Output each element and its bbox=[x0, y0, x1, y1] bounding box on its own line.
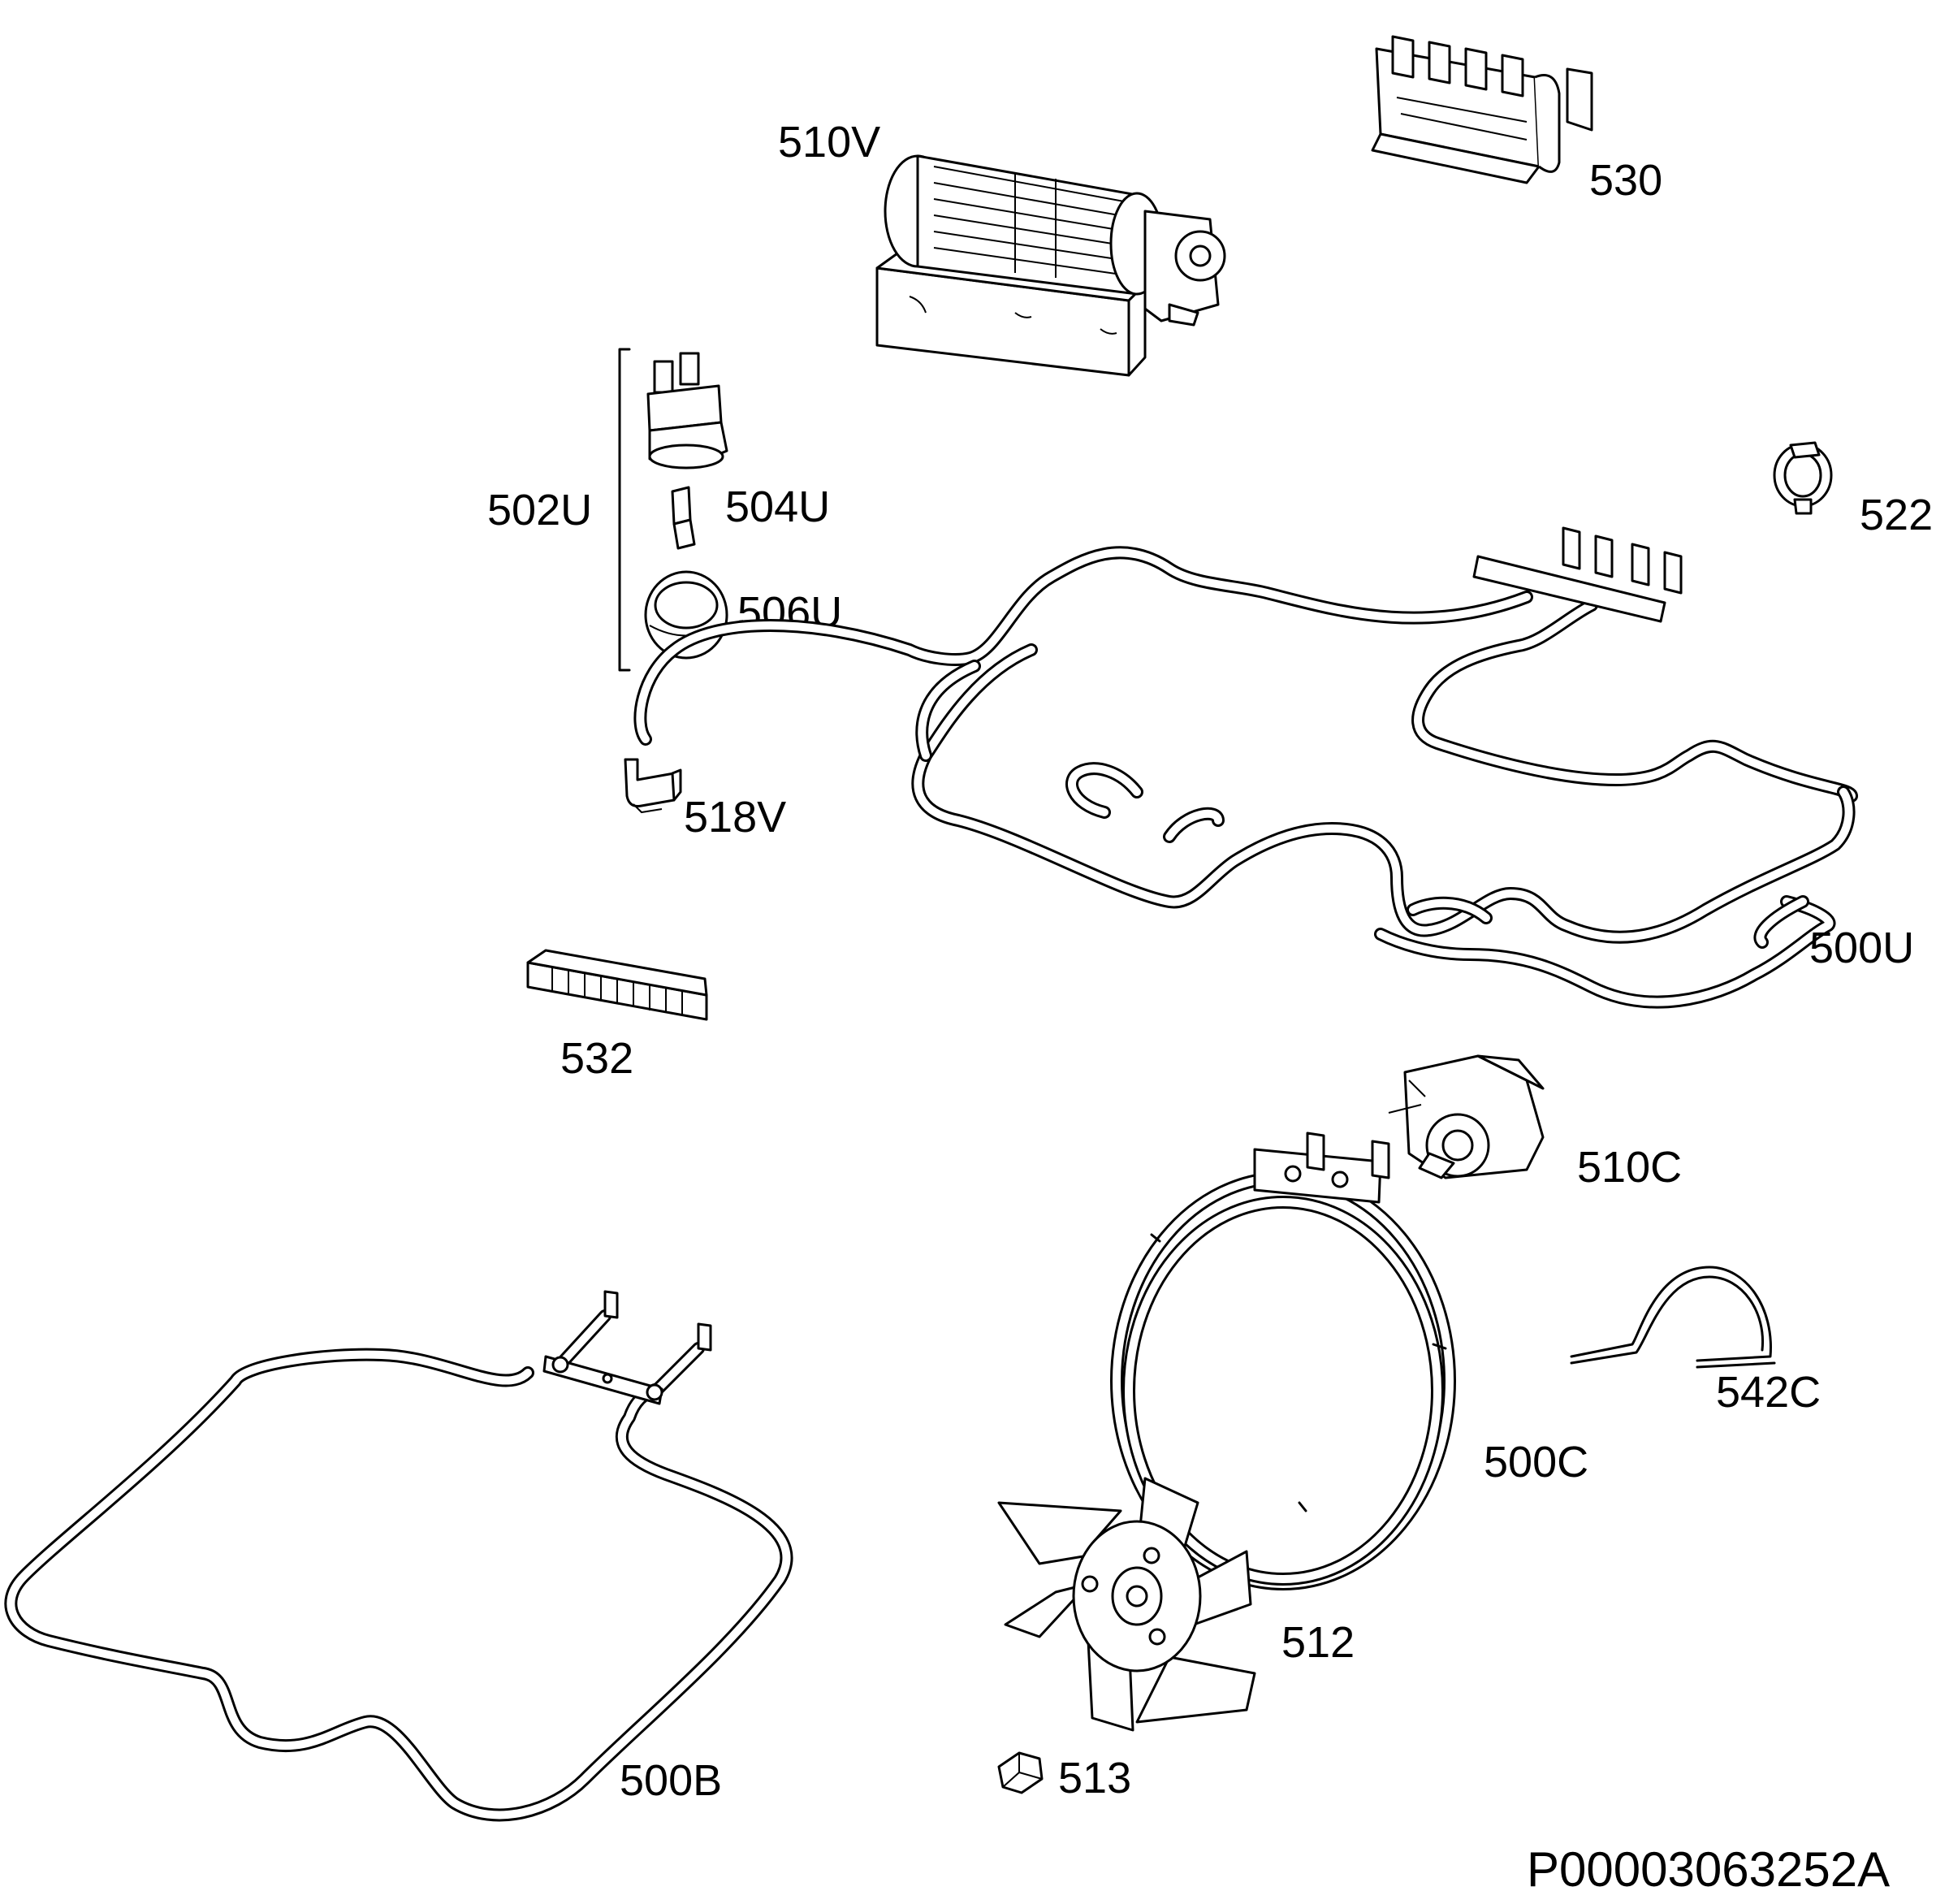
part-518V-bracket bbox=[624, 758, 682, 814]
label-513: 513 bbox=[1058, 1754, 1131, 1802]
label-518V: 518V bbox=[684, 793, 786, 842]
label-532: 532 bbox=[560, 1034, 633, 1083]
label-510V: 510V bbox=[778, 118, 880, 167]
label-504U: 504U bbox=[725, 482, 830, 531]
part-500B-bottom-element bbox=[4, 1290, 793, 1822]
label-502U: 502U bbox=[487, 486, 592, 534]
part-530-terminal-block bbox=[1371, 35, 1593, 184]
label-530: 530 bbox=[1589, 156, 1662, 205]
label-500C: 500C bbox=[1484, 1438, 1588, 1486]
part-532-connector-strip bbox=[526, 949, 708, 1021]
label-500B: 500B bbox=[620, 1756, 722, 1805]
part-512-fan-blade bbox=[997, 1477, 1256, 1732]
group-bracket-502U bbox=[618, 348, 631, 672]
label-542C: 542C bbox=[1716, 1368, 1821, 1417]
part-504U-lamp bbox=[671, 486, 696, 550]
label-500U: 500U bbox=[1809, 924, 1914, 972]
part-500U-grill-element bbox=[633, 526, 1858, 1009]
part-542C-wire-clip bbox=[1570, 1266, 1776, 1369]
label-512: 512 bbox=[1281, 1618, 1355, 1667]
part-500C-circular-element bbox=[1110, 1132, 1456, 1590]
label-522: 522 bbox=[1860, 491, 1933, 539]
part-522-clamp bbox=[1773, 441, 1833, 515]
part-502U-lamp-socket bbox=[646, 352, 728, 470]
part-513-nut bbox=[997, 1751, 1044, 1794]
part-506U-lamp-cover bbox=[644, 570, 728, 660]
label-510C: 510C bbox=[1577, 1143, 1682, 1192]
document-id: P00003063252A bbox=[1527, 1842, 1890, 1897]
part-510C-fan-motor bbox=[1388, 1054, 1545, 1179]
part-510V-tangential-fan bbox=[875, 154, 1226, 377]
